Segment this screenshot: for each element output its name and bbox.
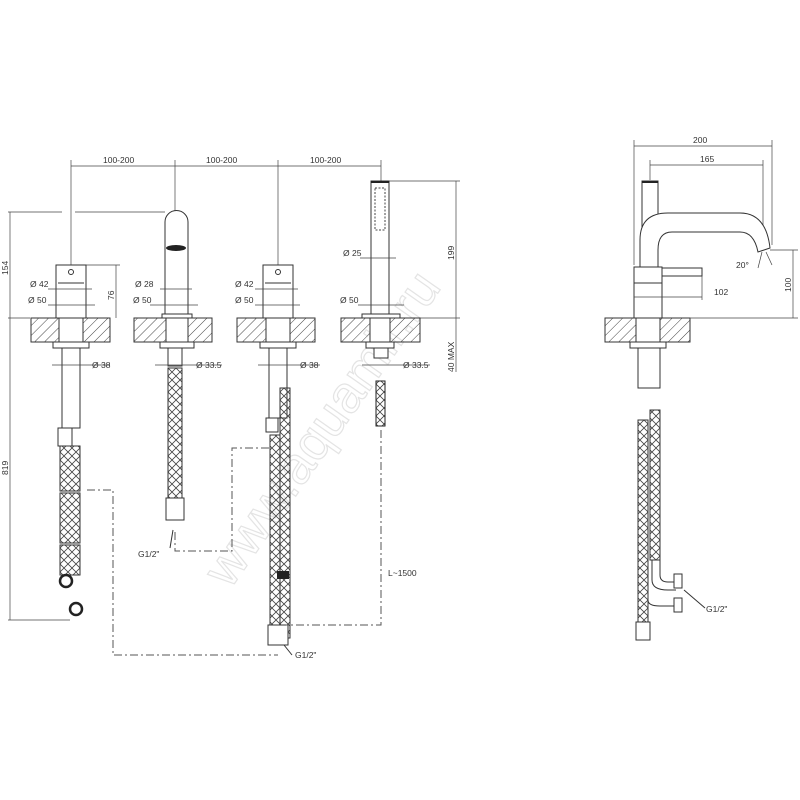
spacing-label-2: 100-200 — [206, 155, 237, 165]
length-819: 819 — [0, 461, 10, 475]
deck-40-max: 40 MAX — [446, 341, 456, 372]
height-154: 154 — [0, 261, 10, 275]
spout-d33-5: Ø 33.5 — [196, 360, 222, 370]
side-thread-label: G1/2" — [706, 604, 727, 614]
shower-d33-5: Ø 33.5 — [403, 360, 429, 370]
deck-sections — [30, 317, 691, 343]
shower-d50: Ø 50 — [340, 295, 359, 305]
spacing-label-3: 100-200 — [310, 155, 341, 165]
shower-hose-length: L~1500 — [388, 568, 417, 578]
valve-right: Ø 42 Ø 50 Ø 38 G1/2" — [235, 264, 320, 660]
valve-left-d38: Ø 38 — [92, 360, 111, 370]
spout-thread-label: G1/2" — [138, 549, 159, 559]
spacing-dimensions: 100-200 100-200 100-200 — [70, 155, 382, 265]
height-dimensions: 154 819 76 199 40 MAX — [0, 180, 460, 621]
shower-d25: Ø 25 — [343, 248, 362, 258]
valve-left-d42: Ø 42 — [30, 279, 49, 289]
valve-right-d50: Ø 50 — [235, 295, 254, 305]
spacing-label-1: 100-200 — [103, 155, 134, 165]
valve-right-d42: Ø 42 — [235, 279, 254, 289]
spout-d28: Ø 28 — [135, 279, 154, 289]
valve-left-d50: Ø 50 — [28, 295, 47, 305]
watermark: www.aquamir.ru — [192, 261, 452, 598]
reach-165: 165 — [700, 154, 714, 164]
height-199: 199 — [446, 246, 456, 260]
valve-left: Ø 42 Ø 50 Ø 38 — [28, 264, 111, 617]
side-view: 200 165 102 20° 100 G1/2" — [629, 135, 798, 641]
height-76: 76 — [106, 290, 116, 300]
connection-lines — [87, 430, 382, 656]
angle-20: 20° — [736, 260, 749, 270]
valve-right-d38: Ø 38 — [300, 360, 319, 370]
valve-thread-label: G1/2" — [295, 650, 316, 660]
spout-d50: Ø 50 — [133, 295, 152, 305]
hand-shower: Ø 25 Ø 50 Ø 33.5 L~1500 — [340, 180, 430, 578]
height-100: 100 — [783, 278, 793, 292]
reach-200: 200 — [693, 135, 707, 145]
lever-102: 102 — [714, 287, 728, 297]
spout: Ø 28 Ø 50 Ø 33.5 G1/2" — [133, 210, 222, 559]
